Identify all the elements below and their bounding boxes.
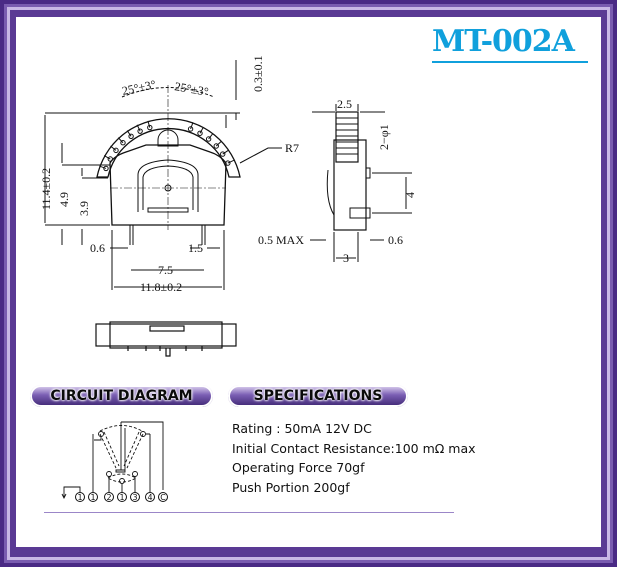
- dim-hole-pitch: 4: [403, 192, 417, 198]
- specifications-header: SPECIFICATIONS: [228, 385, 408, 407]
- dim-angle-right: 25°±3°: [173, 79, 209, 99]
- circuit-diagram: [61, 421, 164, 500]
- model-title: MT-002A: [432, 24, 575, 59]
- dim-lever: 0.5 MAX: [258, 233, 304, 247]
- dim-top-width: 2.5: [337, 97, 352, 111]
- datasheet-page: [16, 17, 601, 547]
- dim-width: 11.8±0.2: [140, 280, 182, 294]
- svg-text:1: 1: [119, 493, 124, 502]
- dim-holes: 2−φ1: [377, 124, 391, 150]
- spec-rating: Rating : 50mA 12V DC: [232, 421, 372, 436]
- title-underline: [432, 61, 588, 63]
- dim-pin: 0.6: [388, 233, 403, 247]
- svg-text:3: 3: [132, 493, 137, 502]
- spec-push-portion: Push Portion 200gf: [232, 479, 350, 495]
- bottom-view: [95, 321, 237, 357]
- side-view: [310, 104, 412, 262]
- dim-pin-span: 7.5: [158, 263, 173, 277]
- svg-text:2: 2: [106, 493, 111, 502]
- circuit-terminal-4: 3: [130, 492, 140, 502]
- dim-h1: 4.9: [57, 192, 71, 207]
- circuit-terminal-1: 1: [88, 492, 98, 502]
- svg-text:4: 4: [147, 493, 152, 502]
- circuit-terminal-6: C: [158, 492, 168, 502]
- dim-height: 11.4±0.2: [39, 168, 53, 210]
- circuit-terminal-0: 1: [75, 492, 85, 502]
- circuit-diagram-header: CIRCUIT DIAGRAM: [30, 385, 213, 407]
- dim-depth: 3: [343, 251, 349, 265]
- front-view: [44, 60, 282, 290]
- svg-text:1: 1: [77, 493, 82, 502]
- dim-pin-pitch: 1.5: [188, 241, 203, 255]
- divider: [44, 512, 454, 513]
- specifications-list: Rating : 50mA 12V DC Initial Contact Res…: [232, 419, 476, 497]
- dim-pin-width: 0.6: [90, 241, 105, 255]
- svg-text:C: C: [160, 493, 166, 502]
- dim-angle-left: 25°±3°: [121, 77, 158, 98]
- dim-top-offset: 0.3±0.1: [251, 55, 265, 92]
- spec-operating-force: Operating Force 70gf: [232, 460, 365, 475]
- spec-contact-resistance: Initial Contact Resistance:100 mΩ max: [232, 440, 476, 456]
- dim-radius: R7: [285, 141, 299, 155]
- circuit-terminal-2: 2: [104, 492, 114, 502]
- dim-h2: 3.9: [77, 201, 91, 216]
- circuit-terminal-3: 1: [117, 492, 127, 502]
- circuit-terminal-5: 4: [145, 492, 155, 502]
- svg-text:1: 1: [90, 493, 95, 502]
